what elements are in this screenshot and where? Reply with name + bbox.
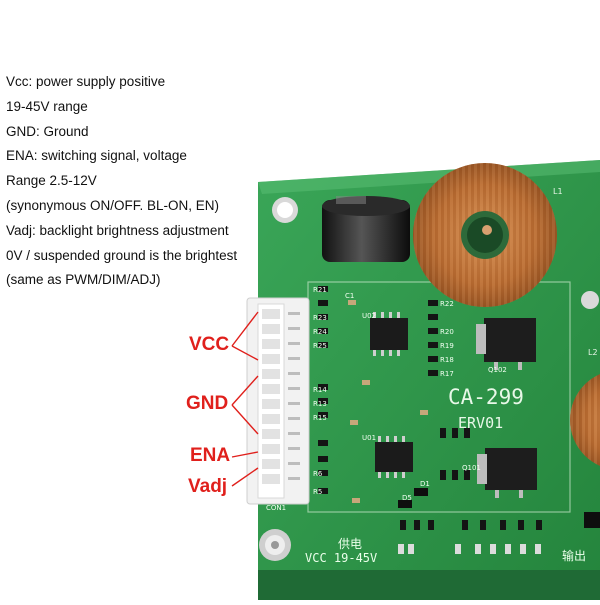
smd-resistors xyxy=(318,286,542,530)
desc-line-ena-range: Range 2.5-12V xyxy=(6,173,97,189)
svg-text:L1: L1 xyxy=(553,187,563,196)
svg-text:CON1: CON1 xyxy=(266,504,286,512)
svg-text:Q102: Q102 xyxy=(488,366,507,374)
electrolytic-capacitor xyxy=(322,196,410,262)
ic-u01 xyxy=(375,436,413,478)
svg-text:R20: R20 xyxy=(440,328,454,336)
svg-text:R23: R23 xyxy=(313,314,327,322)
desc-line-vcc: Vcc: power supply positive xyxy=(6,74,166,89)
svg-text:R21: R21 xyxy=(313,286,327,294)
pin-label-vadj: Vadj xyxy=(188,476,228,497)
svg-text:R14: R14 xyxy=(313,386,327,394)
mounting-hole-bottom xyxy=(259,529,291,561)
toroid-inductor-l1 xyxy=(413,163,557,307)
svg-text:U02: U02 xyxy=(362,312,376,320)
board-model-line1: CA-299 xyxy=(448,385,524,409)
svg-text:Q101: Q101 xyxy=(462,464,481,472)
mosfet-q102 xyxy=(476,318,536,370)
svg-text:R24: R24 xyxy=(313,328,327,336)
desc-line-vadj-synonyms: (same as PWM/DIM/ADJ) xyxy=(6,272,161,288)
svg-text:R6: R6 xyxy=(313,470,323,478)
mosfet-q101 xyxy=(477,448,537,498)
desc-line-gnd: GND: Ground xyxy=(6,123,89,139)
ic-u02 xyxy=(370,312,408,356)
pin-label-ena: ENA xyxy=(190,445,231,466)
pin-bracket-lines xyxy=(231,311,259,487)
pinout-description: Vcc: power supply positive 19-45V range … xyxy=(6,70,276,293)
mounting-hole-top xyxy=(272,197,298,223)
power-voltage-label: VCC 19-45V xyxy=(305,551,377,565)
svg-text:D1: D1 xyxy=(420,480,430,488)
svg-text:R18: R18 xyxy=(440,356,454,364)
board-model-line2: ERV01 xyxy=(458,414,503,432)
desc-line-ena-synonyms: (synonymous ON/OFF. BL-ON, EN) xyxy=(6,197,220,213)
svg-text:R22: R22 xyxy=(440,300,454,308)
output-cn-label: 输出 xyxy=(562,548,586,563)
svg-text:R25: R25 xyxy=(313,342,327,350)
svg-text:D5: D5 xyxy=(402,494,412,502)
bottom-pads xyxy=(398,544,541,554)
svg-text:R5: R5 xyxy=(313,488,322,496)
svg-text:R19: R19 xyxy=(440,342,454,350)
svg-text:L2: L2 xyxy=(588,348,598,357)
desc-line-vcc-range: 19-45V range xyxy=(6,98,88,114)
toroid-inductor-l2 xyxy=(570,374,600,466)
svg-text:U01: U01 xyxy=(362,434,376,442)
power-cn-label: 供电 xyxy=(338,537,362,551)
svg-text:R13: R13 xyxy=(313,400,327,408)
svg-text:R15: R15 xyxy=(313,414,327,422)
pin-label-vcc: VCC xyxy=(189,334,230,355)
desc-line-vadj-note: 0V / suspended ground is the brightest xyxy=(6,247,238,263)
desc-line-vadj: Vadj: backlight brightness adjustment xyxy=(6,222,229,238)
desc-line-ena: ENA: switching signal, voltage xyxy=(6,148,187,164)
connector-con1 xyxy=(246,297,310,505)
svg-text:R17: R17 xyxy=(440,370,454,378)
pin-label-gnd: GND xyxy=(186,393,229,414)
svg-text:C1: C1 xyxy=(345,292,354,300)
